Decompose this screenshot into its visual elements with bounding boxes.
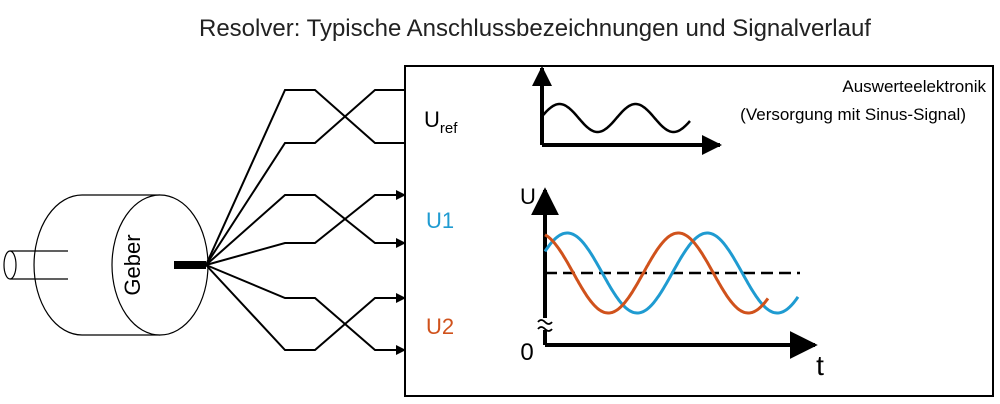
encoder-label: Geber [120,234,145,295]
u1-label: U1 [426,208,454,233]
encoder-shaft [3,250,68,280]
evaluation-box [404,65,994,397]
encoder-cylinder: Geber [3,194,209,336]
output-signal-graph: U t 0 [520,184,824,381]
origin-label: 0 [520,339,533,366]
uref-label: Uref [424,107,458,137]
reference-signal-graph [532,66,722,155]
u1-sine-wave [543,231,800,315]
wires [205,89,406,355]
u2-sine-wave [544,231,770,315]
reference-sine-wave [542,102,691,134]
y-axis-label: U [520,184,536,209]
diagram-title: Resolver: Typische Anschlussbezeichnunge… [199,15,871,42]
axis-break-mark [537,318,553,332]
x-axis-label: t [816,350,824,381]
u2-label: U2 [426,314,454,339]
box-subtitle: (Versorgung mit Sinus-Signal) [740,105,966,124]
box-title: Auswerteelektronik [842,77,986,96]
